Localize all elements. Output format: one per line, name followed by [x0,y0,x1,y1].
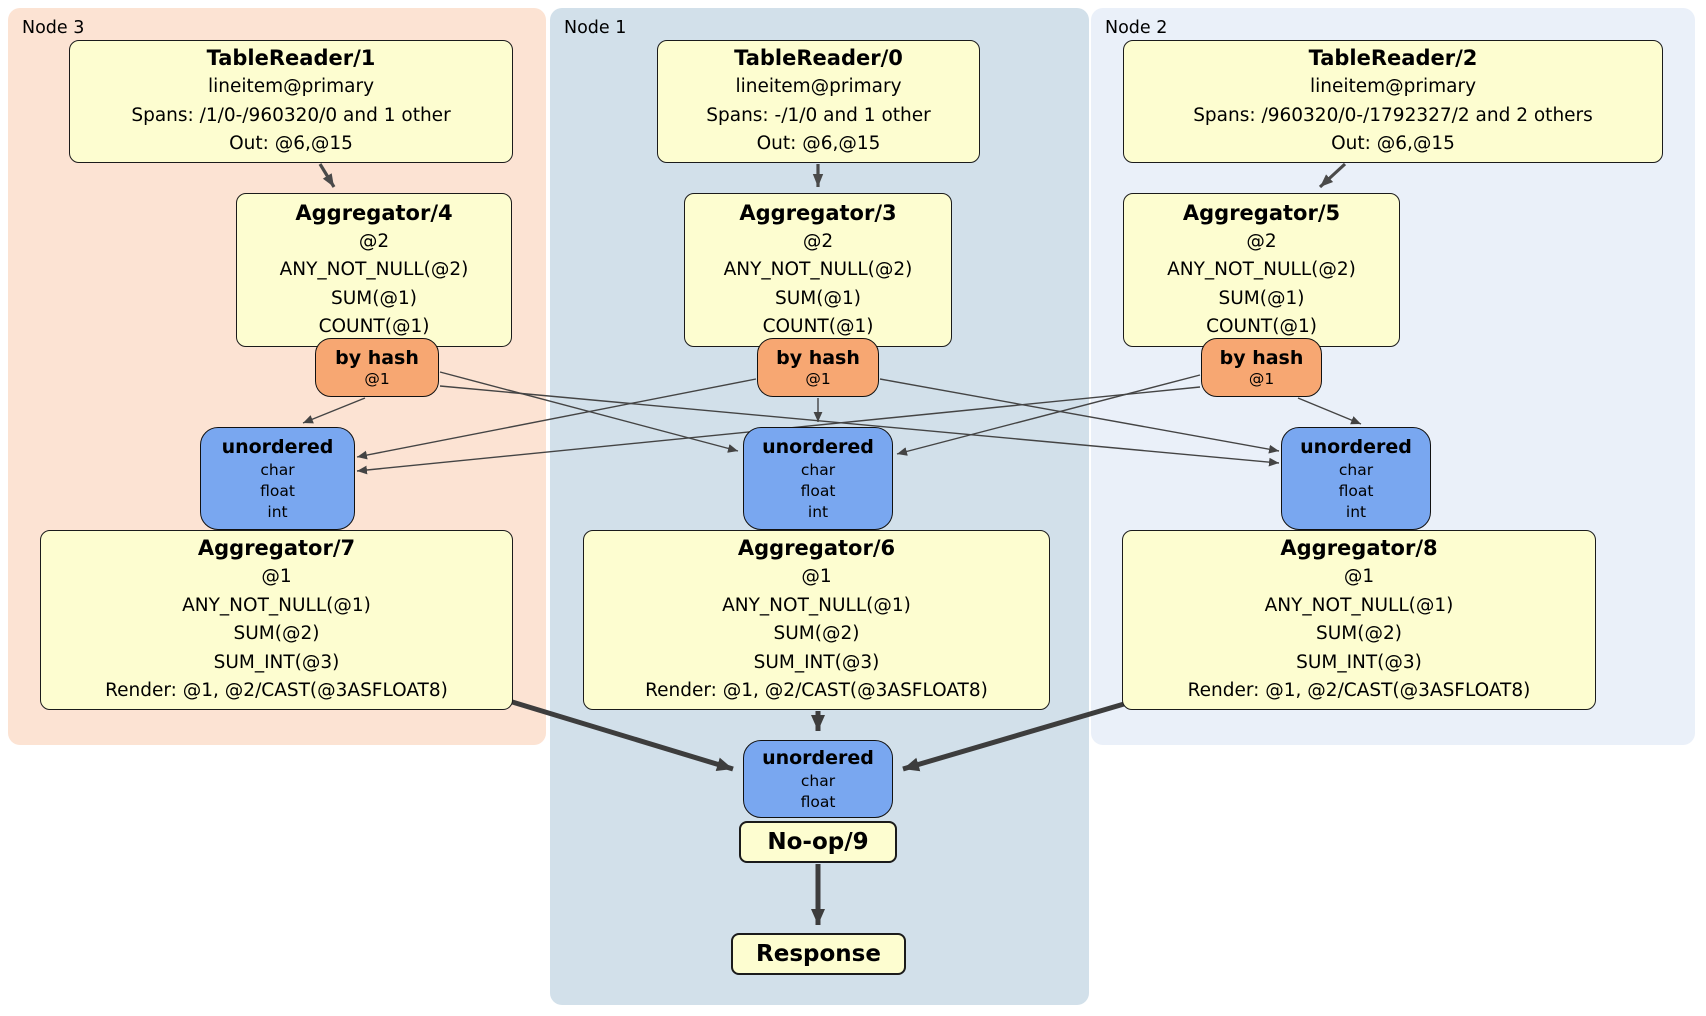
processor-line: lineitem@primary [207,76,375,98]
sync-title: unordered [762,746,874,769]
tablereader-1-box: TableReader/1 lineitem@primary Spans: /1… [69,40,513,163]
aggregator-4-box: Aggregator/4 @2 ANY_NOT_NULL(@2) SUM(@1)… [236,193,512,347]
processor-line: ANY_NOT_NULL(@2) [1167,259,1356,280]
processor-line: SUM(@1) [331,287,417,309]
processor-line: @1 [1343,566,1375,588]
processor-line: @2 [802,230,834,252]
processor-title: Aggregator/4 [295,200,453,225]
processor-line: @2 [1246,230,1277,252]
processor-title: TableReader/0 [734,46,903,71]
processor-line: @2 [358,230,390,252]
node-group-2-label: Node 2 [1105,18,1168,38]
processor-line: @1 [801,566,832,588]
processor-line: SUM(@1) [775,287,861,309]
noop-label: No-op/9 [767,829,869,855]
sync-line: char [260,460,295,479]
processor-line: Out: @6,@15 [1331,133,1455,155]
router-title: by hash [335,346,419,369]
processor-line: ANY_NOT_NULL(@2) [279,259,469,280]
unordered-sync-node2: unordered char float int [1281,427,1431,530]
processor-line: Render: @1, @2/CAST(@3ASFLOAT8) [105,680,448,702]
sync-line: char [1338,460,1374,479]
router-title: by hash [776,346,860,369]
processor-line: lineitem@primary [1309,76,1477,98]
processor-line: SUM(@2) [773,623,860,645]
processor-line: SUM(@1) [1218,287,1305,309]
processor-line: Render: @1, @2/CAST(@3ASFLOAT8) [645,680,988,702]
processor-line: @1 [261,566,292,588]
sync-line: float [1338,481,1374,500]
response-box: Response [731,933,906,975]
node-group-1-label: Node 1 [564,18,627,38]
sync-line: char [800,771,836,790]
processor-line: SUM_INT(@3) [753,651,880,673]
unordered-sync-node3: unordered char float int [200,427,355,530]
processor-line: SUM_INT(@3) [213,651,340,673]
processor-line: Out: @6,@15 [756,133,881,155]
processor-line: SUM(@2) [233,623,320,645]
processor-line: ANY_NOT_NULL(@1) [1264,594,1454,616]
processor-line: ANY_NOT_NULL(@2) [723,259,913,280]
processor-title: Aggregator/7 [197,536,356,561]
router-detail: @1 [1248,369,1275,388]
processor-line: COUNT(@1) [762,316,874,337]
processor-title: Aggregator/6 [737,536,896,561]
processor-title: TableReader/2 [1308,46,1478,71]
aggregator-6-box: Aggregator/6 @1 ANY_NOT_NULL(@1) SUM(@2)… [583,530,1050,710]
router-detail: @1 [364,369,390,388]
processor-line: SUM_INT(@3) [1296,651,1422,673]
processor-line: Render: @1, @2/CAST(@3ASFLOAT8) [1187,680,1531,702]
processor-title: Aggregator/8 [1280,536,1438,561]
aggregator-8-box: Aggregator/8 @1 ANY_NOT_NULL(@1) SUM(@2)… [1122,530,1596,710]
router-detail: @1 [805,369,831,388]
sync-line: int [1345,502,1367,521]
sync-line: int [267,502,288,521]
processor-line: SUM(@2) [1316,623,1402,645]
processor-line: Out: @6,@15 [229,133,353,155]
aggregator-5-box: Aggregator/5 @2 ANY_NOT_NULL(@2) SUM(@1)… [1123,193,1400,347]
node-group-3-label: Node 3 [22,18,85,38]
sync-title: unordered [221,435,334,458]
hash-router-node1: by hash @1 [757,338,879,397]
processor-line: ANY_NOT_NULL(@1) [722,594,911,616]
processor-title: TableReader/1 [206,46,376,71]
processor-title: Aggregator/5 [1182,200,1341,225]
tablereader-0-box: TableReader/0 lineitem@primary Spans: -/… [657,40,980,163]
processor-line: Spans: -/1/0 and 1 other [706,104,931,126]
hash-router-node3: by hash @1 [315,338,439,397]
router-title: by hash [1219,346,1304,369]
final-unordered-sync: unordered char float [743,740,893,818]
processor-title: Aggregator/3 [739,200,897,225]
sync-title: unordered [1300,435,1412,458]
processor-line: Spans: /1/0-/960320/0 and 1 other [131,104,451,126]
processor-line: COUNT(@1) [1206,316,1317,337]
noop-box: No-op/9 [739,821,897,863]
sync-line: float [800,792,836,811]
tablereader-2-box: TableReader/2 lineitem@primary Spans: /9… [1123,40,1663,163]
aggregator-3-box: Aggregator/3 @2 ANY_NOT_NULL(@2) SUM(@1)… [684,193,952,347]
unordered-sync-node1: unordered char float int [743,427,893,530]
sync-line: float [260,481,295,500]
processor-line: COUNT(@1) [318,316,430,337]
sync-line: int [807,502,829,521]
aggregator-7-box: Aggregator/7 @1 ANY_NOT_NULL(@1) SUM(@2)… [40,530,513,710]
hash-router-node2: by hash @1 [1201,338,1322,397]
processor-line: ANY_NOT_NULL(@1) [182,594,371,616]
sync-line: char [800,460,836,479]
sync-title: unordered [762,435,874,458]
sync-line: float [800,481,836,500]
processor-line: lineitem@primary [735,76,902,98]
response-label: Response [756,941,881,967]
processor-line: Spans: /960320/0-/1792327/2 and 2 others [1193,104,1593,126]
